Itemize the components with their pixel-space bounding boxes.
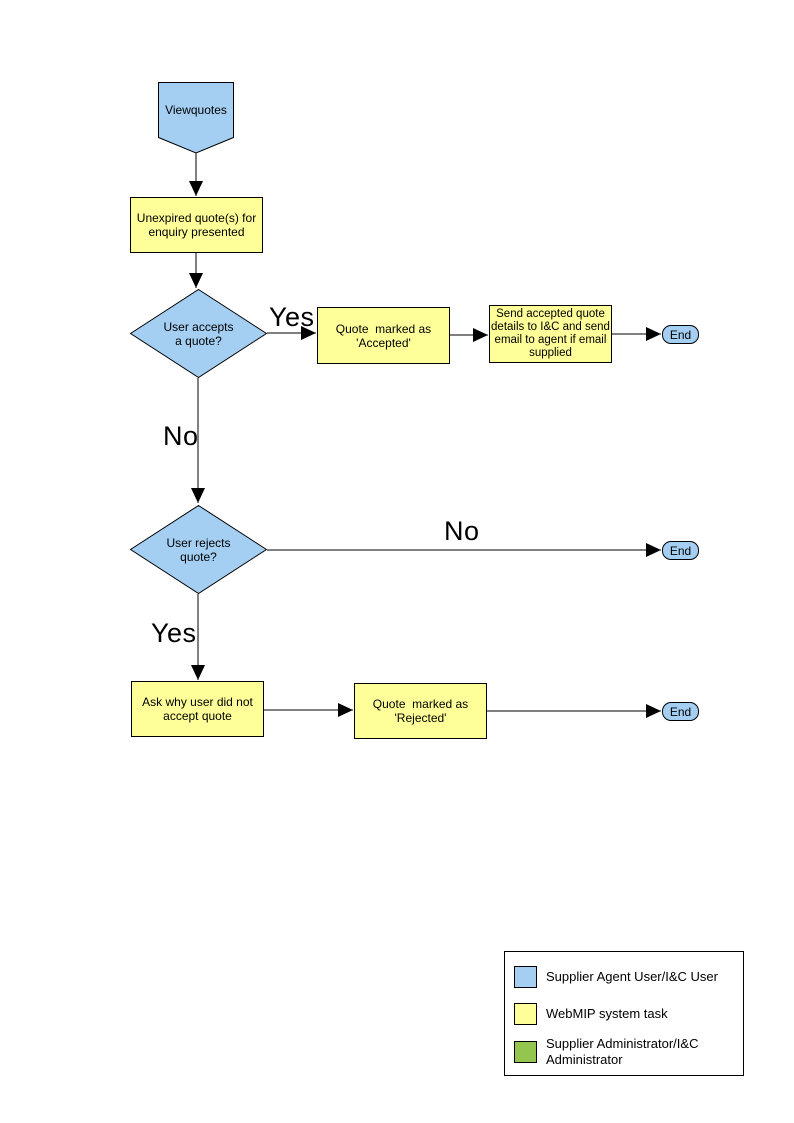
end-rejected-label: End <box>669 704 692 719</box>
end-node-not-rejected: End <box>662 541 699 560</box>
mark-rejected-label: Quote marked as 'Rejected' <box>372 697 469 725</box>
mark-accepted-label: Quote marked as 'Accepted' <box>335 321 432 350</box>
start-terminator: Viewquotes <box>158 82 234 154</box>
mark-accepted-task: Quote marked as 'Accepted' <box>317 307 450 364</box>
legend-item-admin: Supplier Administrator/I&C Administrator <box>514 1036 698 1068</box>
accept-yes-label: Yes <box>269 302 315 332</box>
legend-box: Supplier Agent User/I&C User WebMIP syst… <box>504 951 744 1076</box>
ask-why-label: Ask why user did not accept quote <box>142 695 253 723</box>
end-node-accepted: End <box>662 325 699 344</box>
legend-item-system: WebMIP system task <box>514 1003 668 1025</box>
legend-swatch-green <box>514 1041 537 1063</box>
legend-swatch-blue <box>514 966 537 988</box>
legend-label-user: Supplier Agent User/I&C User <box>546 969 718 984</box>
send-details-label: Send accepted quote details to I&C and s… <box>491 308 610 359</box>
legend-item-user: Supplier Agent User/I&C User <box>514 966 718 988</box>
pentagon-shape <box>158 82 234 154</box>
reject-no-label: No <box>444 516 480 546</box>
mark-rejected-task: Quote marked as 'Rejected' <box>354 683 487 739</box>
present-quotes-label: Unexpired quote(s) for enquiry presented <box>136 211 257 239</box>
diamond-shape <box>130 505 267 594</box>
legend-label-system: WebMIP system task <box>546 1006 668 1021</box>
accept-decision-label: User accepts a quote? <box>163 319 234 348</box>
accept-no-label: No <box>163 421 199 451</box>
ask-why-task: Ask why user did not accept quote <box>131 681 264 737</box>
reject-decision: User rejects quote? <box>130 505 267 594</box>
present-quotes-task: Unexpired quote(s) for enquiry presented <box>130 197 263 253</box>
legend-swatch-yellow <box>514 1003 537 1025</box>
end-accepted-label: End <box>669 327 692 342</box>
reject-yes-label: Yes <box>151 618 197 648</box>
start-label: Viewquotes <box>165 103 227 117</box>
end-not-rejected-label: End <box>669 543 692 558</box>
legend-label-admin: Supplier Administrator/I&C Administrator <box>546 1036 699 1067</box>
diamond-shape <box>130 289 267 378</box>
end-node-rejected: End <box>662 702 699 721</box>
accept-decision: User accepts a quote? <box>130 289 267 378</box>
send-details-task: Send accepted quote details to I&C and s… <box>489 305 612 363</box>
reject-decision-label: User rejects quote? <box>166 535 231 564</box>
